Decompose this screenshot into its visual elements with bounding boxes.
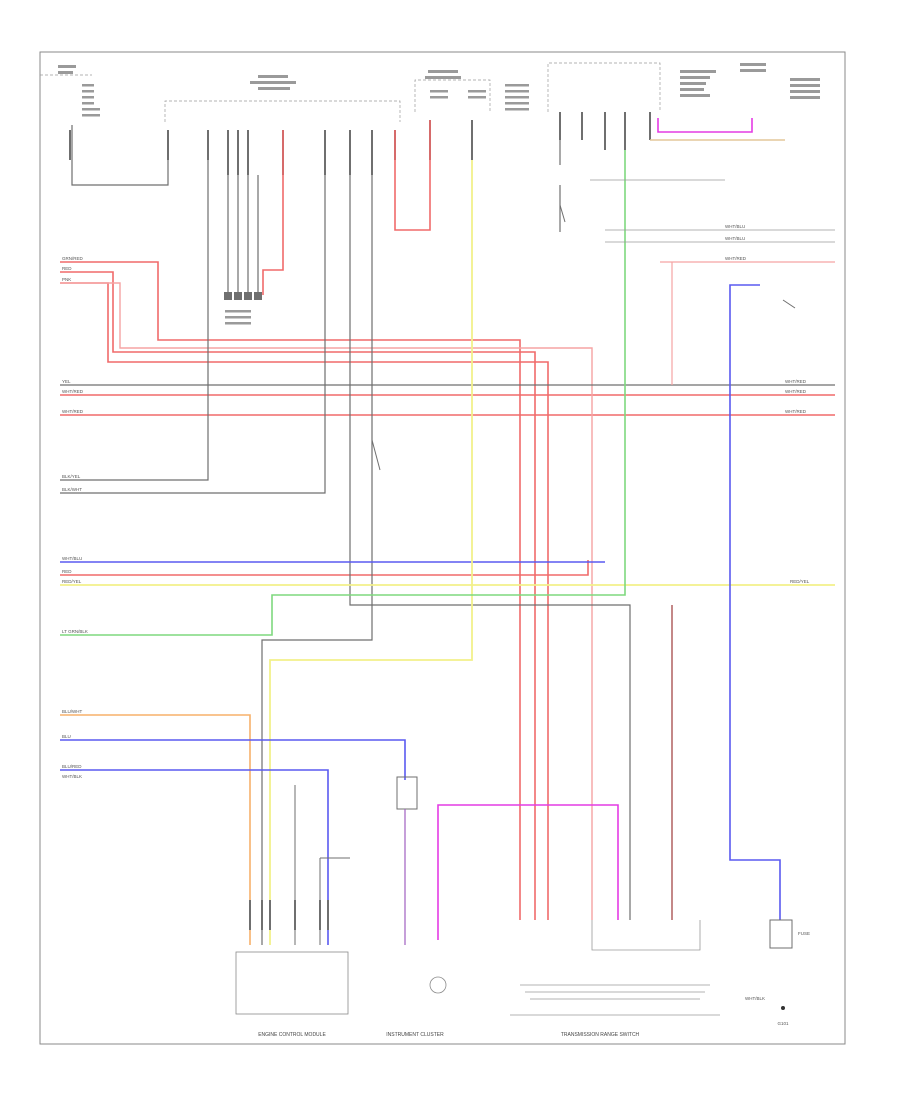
left-label-14: BLU/RED: [62, 764, 82, 769]
red-wire-group: [60, 261, 835, 920]
ground-connector-block: [224, 292, 262, 300]
blue-wire-ecm: [60, 769, 329, 945]
blue-wire-cluster: [60, 739, 406, 780]
left-label-13: BLU: [62, 734, 71, 739]
yellow-wire-vertical: [269, 160, 473, 945]
left-label-3: YEL: [62, 379, 71, 384]
right-label-1: WHT/RED: [785, 389, 807, 394]
top-connector-groups: [40, 62, 661, 122]
instrument-cluster-label: INSTRUMENT CLUSTER: [386, 1032, 444, 1038]
transmission-switch-lines: [510, 920, 720, 1016]
ecm-gray-stubs: [294, 785, 350, 945]
left-label-7: BLK/WHT: [62, 487, 82, 492]
magenta-wire-top: [657, 118, 753, 133]
right-label-5: WHT/BLU: [725, 236, 745, 241]
ecm-pins: [249, 900, 329, 930]
right-label-4: WHT/BLU: [725, 224, 745, 229]
red-wire-top-loop: [394, 120, 431, 231]
engine-control-module-box: [235, 951, 349, 1015]
blue-wire-right: [729, 284, 781, 920]
orange-wire: [60, 714, 251, 945]
green-wire: [60, 150, 626, 636]
right-label-7: WHT/BLK: [745, 996, 765, 1001]
right-label-6: WHT/RED: [725, 256, 747, 261]
fuse-label: FUSE: [798, 931, 810, 936]
left-label-4: WHT/RED: [62, 389, 84, 394]
top-tiny-labels: [58, 63, 820, 117]
ground-label: G101: [777, 1021, 789, 1026]
right-label-3: RED/YEL: [790, 579, 810, 584]
switch-symbol: [371, 204, 796, 471]
left-label-2: PNK: [62, 277, 71, 282]
left-label-6: BLK/YEL: [62, 474, 81, 479]
gray-wire-group: [60, 160, 835, 945]
left-label-5: WHT/RED: [62, 409, 84, 414]
right-gray-lines: [590, 179, 835, 243]
instrument-cluster-gauge: [429, 976, 447, 994]
left-label-15: WHT/BLK: [62, 774, 82, 779]
left-label-8: WHT/BLU: [62, 556, 82, 561]
engine-control-module-label: ENGINE CONTROL MODULE: [258, 1032, 326, 1038]
diagram-frame: [39, 51, 846, 1045]
magenta-wire: [437, 804, 619, 940]
red-wire-ecm-loop: [262, 130, 284, 295]
left-label-1: RED: [62, 266, 72, 271]
right-label-2: WHT/RED: [785, 409, 807, 414]
right-row-labels: WHT/RED WHT/RED WHT/RED RED/YEL WHT/BLU …: [725, 224, 810, 1001]
top-gray-wires: [71, 125, 561, 295]
pink-wire-right: [660, 261, 835, 385]
fuse-box: [769, 919, 793, 949]
pink-wire-left: [60, 282, 593, 920]
transmission-range-switch-label: TRANSMISSION RANGE SWITCH: [561, 1032, 640, 1038]
right-label-0: WHT/RED: [785, 379, 807, 384]
left-label-9: RED: [62, 569, 72, 574]
ground-point: [781, 1006, 785, 1010]
left-label-10: RED/YEL: [62, 579, 82, 584]
top-connector-pins: [69, 112, 651, 175]
left-label-0: GRN/RED: [62, 256, 84, 261]
left-label-12: BLU/WHT: [62, 709, 83, 714]
cluster-connector: [396, 776, 418, 810]
left-row-labels: GRN/RED RED PNK YEL WHT/RED WHT/RED BLK/…: [62, 256, 88, 779]
left-label-11: LT GRN/BLK: [62, 629, 88, 634]
ground-block-labels: [225, 310, 251, 325]
